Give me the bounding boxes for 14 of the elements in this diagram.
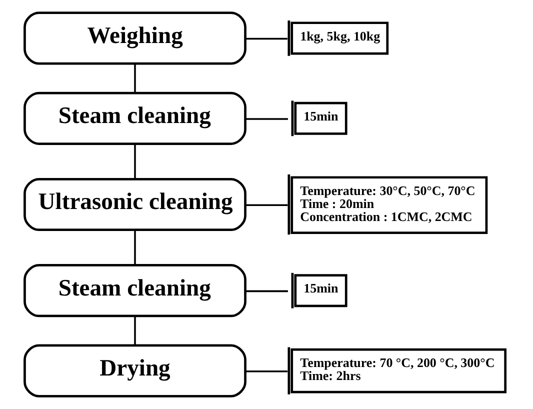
connector: [245, 290, 288, 292]
connector: [245, 118, 288, 120]
connector: [134, 144, 136, 180]
node-box: Drying: [24, 344, 246, 398]
connector: [245, 38, 288, 40]
connector: [134, 64, 136, 93]
connector: [245, 204, 288, 206]
node-box: Steam cleaning: [24, 264, 246, 318]
connector: [134, 230, 136, 266]
connector: [134, 316, 136, 346]
node-box: Weighing: [24, 12, 246, 65]
node-box: Ultrasonic cleaning: [24, 178, 246, 232]
node-box: Steam cleaning: [24, 92, 246, 145]
connector: [245, 370, 288, 372]
